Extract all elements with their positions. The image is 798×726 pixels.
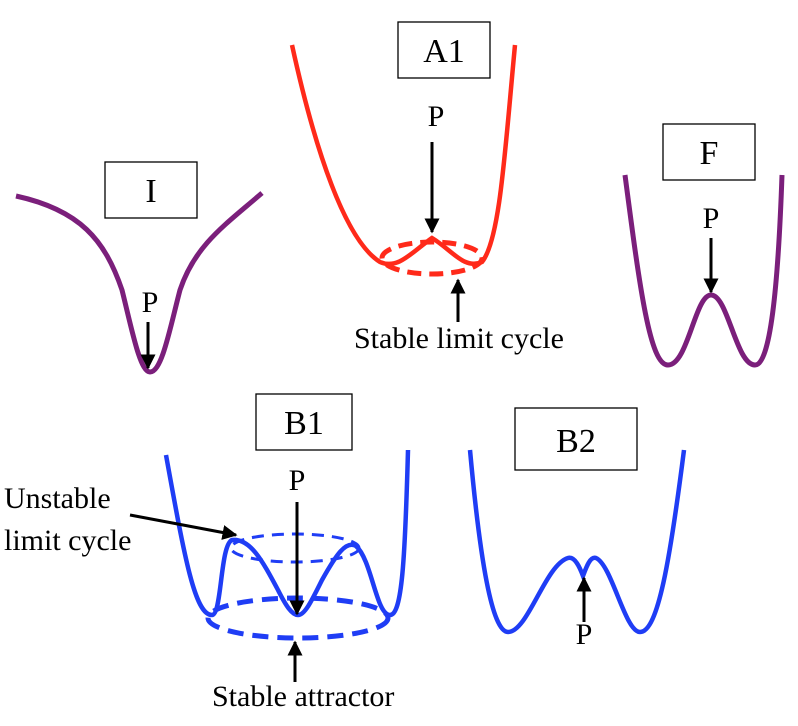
panel-b2: B2 P [467,407,687,651]
panel-b2-label-box [514,407,638,471]
panel-b1-label: B1 [284,405,324,442]
panel-b1-unstable-caption-line1: Unstable [4,482,111,515]
panel-a1-point-label: P [428,100,445,133]
panel-f-label-box [662,123,756,181]
panel-a1-caption: Stable limit cycle [354,322,564,355]
panel-b2-potential-curve [467,449,687,635]
panel-i-point-label: P [142,286,159,319]
panel-b1-potential-curve [163,449,411,618]
panel-b1-label-box [255,393,353,451]
panel-f-point-label: P [703,202,720,235]
panel-a1: A1 P Stable limit cycle [289,21,564,355]
panel-a1-potential-curve [289,44,518,267]
panel-b2-label: B2 [556,423,596,460]
panel-f: F P [622,123,785,368]
panel-i-label: I [145,173,156,210]
panel-a1-limit-cycle [379,239,485,277]
panel-b1: B1 P Unstable limit cycle Stable attract… [4,393,411,713]
panel-i-potential-curve [15,191,264,375]
panel-b1-attractor-caption: Stable attractor [212,680,394,713]
panel-f-label: F [700,135,719,172]
panel-a1-label-box [397,21,491,79]
panel-b1-unstable-arrow [129,513,238,540]
panel-b1-point-label: P [289,464,306,497]
panel-i-label-box [104,161,198,219]
panel-b2-point-label: P [576,618,593,651]
panel-f-potential-curve [622,174,785,368]
panel-i: I P [15,161,264,375]
panel-a1-label: A1 [423,33,465,70]
panel-b1-unstable-caption-line2: limit cycle [4,524,131,557]
